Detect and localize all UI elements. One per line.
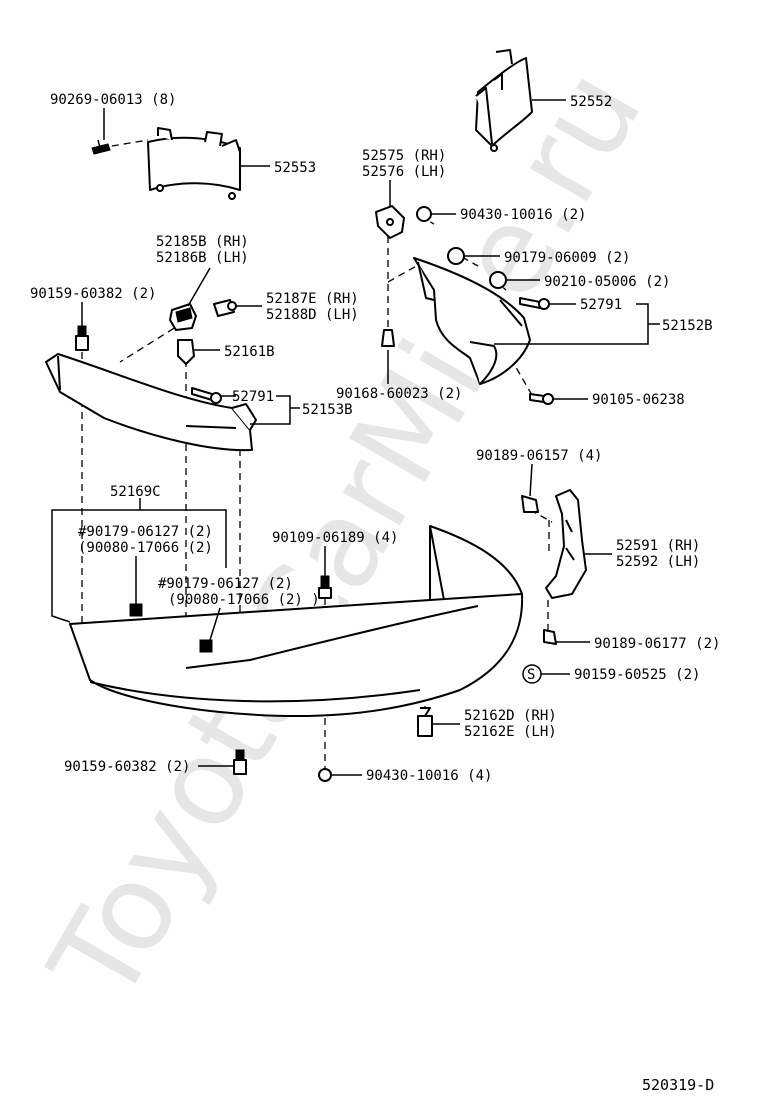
label-90189-06177: 90189-06177 (2) xyxy=(594,636,720,652)
label-90430-10016-lower: 90430-10016 (4) xyxy=(366,768,492,784)
label-52552: 52552 xyxy=(570,94,612,110)
label-90210-05006: 90210-05006 (2) xyxy=(544,274,670,290)
clip-52185b xyxy=(169,303,197,331)
label-52553: 52553 xyxy=(274,160,316,176)
label-90080-17066-b: (90080-17066 (2) ) xyxy=(168,592,320,608)
label-52575-rh: 52575 (RH) xyxy=(362,148,446,164)
screw-90105 xyxy=(529,393,554,405)
label-90080-17066-a: (90080-17066 (2) xyxy=(78,540,213,556)
label-52185b-rh: 52185B (RH) xyxy=(156,234,249,250)
leader-lines xyxy=(51,99,660,776)
s-mark-letter: S xyxy=(527,667,535,683)
label-90179-06009: 90179-06009 (2) xyxy=(504,250,630,266)
label-52592-lh: 52592 (LH) xyxy=(616,554,700,570)
nut-90210 xyxy=(489,271,507,289)
label-90179-06127-a: #90179-06127 (2) xyxy=(78,524,213,540)
label-52186b-lh: 52186B (LH) xyxy=(156,250,249,266)
label-52188d-lh: 52188D (LH) xyxy=(266,307,359,323)
clip-90269 xyxy=(91,139,111,155)
label-52169c: 52169C xyxy=(110,484,161,500)
part-52591-bracket xyxy=(545,489,587,599)
special-s-mark: S xyxy=(522,664,542,684)
label-90269-06013: 90269-06013 (8) xyxy=(50,92,176,108)
diagram-reference-code: 520319-D xyxy=(642,1076,714,1094)
nut-90430-lower xyxy=(318,768,332,782)
part-52153b-retainer xyxy=(45,353,257,452)
bolt-90109 xyxy=(318,575,332,599)
clip-90168 xyxy=(381,329,395,347)
clip-52162d xyxy=(417,707,433,737)
clip-90189-06157 xyxy=(521,495,539,513)
label-52791-right: 52791 xyxy=(580,297,622,313)
label-52162e-lh: 52162E (LH) xyxy=(464,724,557,740)
label-52791-left: 52791 xyxy=(232,389,274,405)
nut-90179-06009 xyxy=(447,247,465,265)
nut-52169c-right xyxy=(199,639,213,653)
label-90109-06189: 90109-06189 (4) xyxy=(272,530,398,546)
part-labels: 90269-06013 (8) 52553 52552 52575 (RH) 5… xyxy=(30,92,720,784)
nut-90430-upper xyxy=(416,206,432,222)
label-90189-06157: 90189-06157 (4) xyxy=(476,448,602,464)
bolt-52791-left xyxy=(191,387,222,404)
label-52187e-rh: 52187E (RH) xyxy=(266,291,359,307)
screw-52187e xyxy=(213,299,237,317)
label-52576-lh: 52576 (LH) xyxy=(362,164,446,180)
label-90105-06238: 90105-06238 xyxy=(592,392,685,408)
label-90159-60525: 90159-60525 (2) xyxy=(574,667,700,683)
part-52575-bracket xyxy=(375,205,405,239)
label-90159-60382-upper: 90159-60382 (2) xyxy=(30,286,156,302)
label-52152b: 52152B xyxy=(662,318,713,334)
bolt-90159-upper xyxy=(75,325,89,351)
clip-52161b xyxy=(177,339,195,365)
label-52162d-rh: 52162D (RH) xyxy=(464,708,557,724)
bolt-52791-right xyxy=(519,297,550,310)
label-52161b: 52161B xyxy=(224,344,275,360)
label-52153b: 52153B xyxy=(302,402,353,418)
part-52552-bracket xyxy=(475,49,533,152)
part-52152b-retainer xyxy=(413,257,531,385)
label-52591-rh: 52591 (RH) xyxy=(616,538,700,554)
label-90430-10016-upper: 90430-10016 (2) xyxy=(460,207,586,223)
nut-52169c-left xyxy=(129,603,143,617)
part-bumper-cover xyxy=(69,525,524,718)
label-90159-60382-lower: 90159-60382 (2) xyxy=(64,759,190,775)
clip-90189-06177 xyxy=(543,629,557,645)
label-90168-60023: 90168-60023 (2) xyxy=(336,386,462,402)
bolt-90159-lower xyxy=(233,749,247,775)
label-90179-06127-b: #90179-06127 (2) xyxy=(158,576,293,592)
part-52553-bracket xyxy=(147,127,241,200)
